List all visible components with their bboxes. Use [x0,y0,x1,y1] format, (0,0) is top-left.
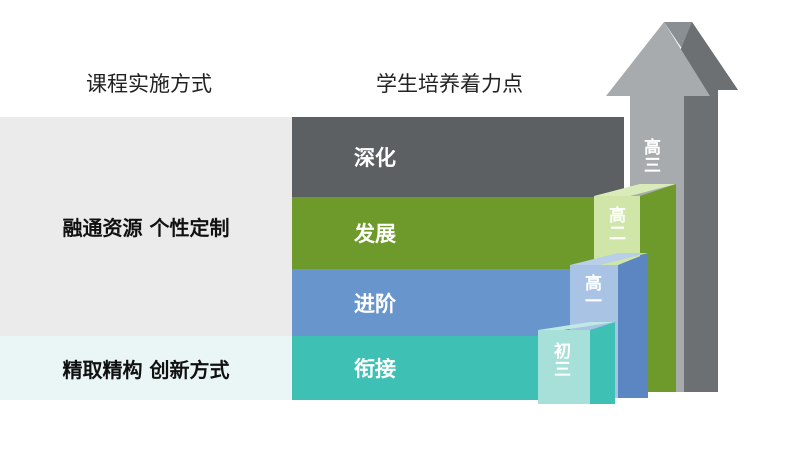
stage-label-connect: 衔接 [354,357,396,381]
heading-student-focus: 学生培养着力点 [376,72,523,96]
left-band-resources: 融通资源 个性定制 [0,117,292,336]
heading-course-implementation: 课程实施方式 [86,72,212,96]
left-band-methods-label: 精取精构 创新方式 [62,357,230,382]
step-label-senior-two: 高二 [605,206,625,242]
stage-band-connect: 衔接 [292,336,540,400]
step-label-senior-one: 高一 [581,274,601,310]
stage-band-advance: 进阶 [292,269,572,336]
step-label-junior-three: 初三 [550,342,570,378]
step-label-senior-three: 高三 [640,138,660,174]
stage-label-deepen: 深化 [354,146,396,170]
step-junior-three [538,322,615,404]
left-band-methods: 精取精构 创新方式 [0,336,292,400]
stage-band-develop: 发展 [292,197,596,269]
stage-band-deepen: 深化 [292,117,624,197]
stage-label-advance: 进阶 [354,291,396,316]
left-band-resources-label: 融通资源 个性定制 [62,216,230,240]
stage-label-develop: 发展 [354,222,396,246]
